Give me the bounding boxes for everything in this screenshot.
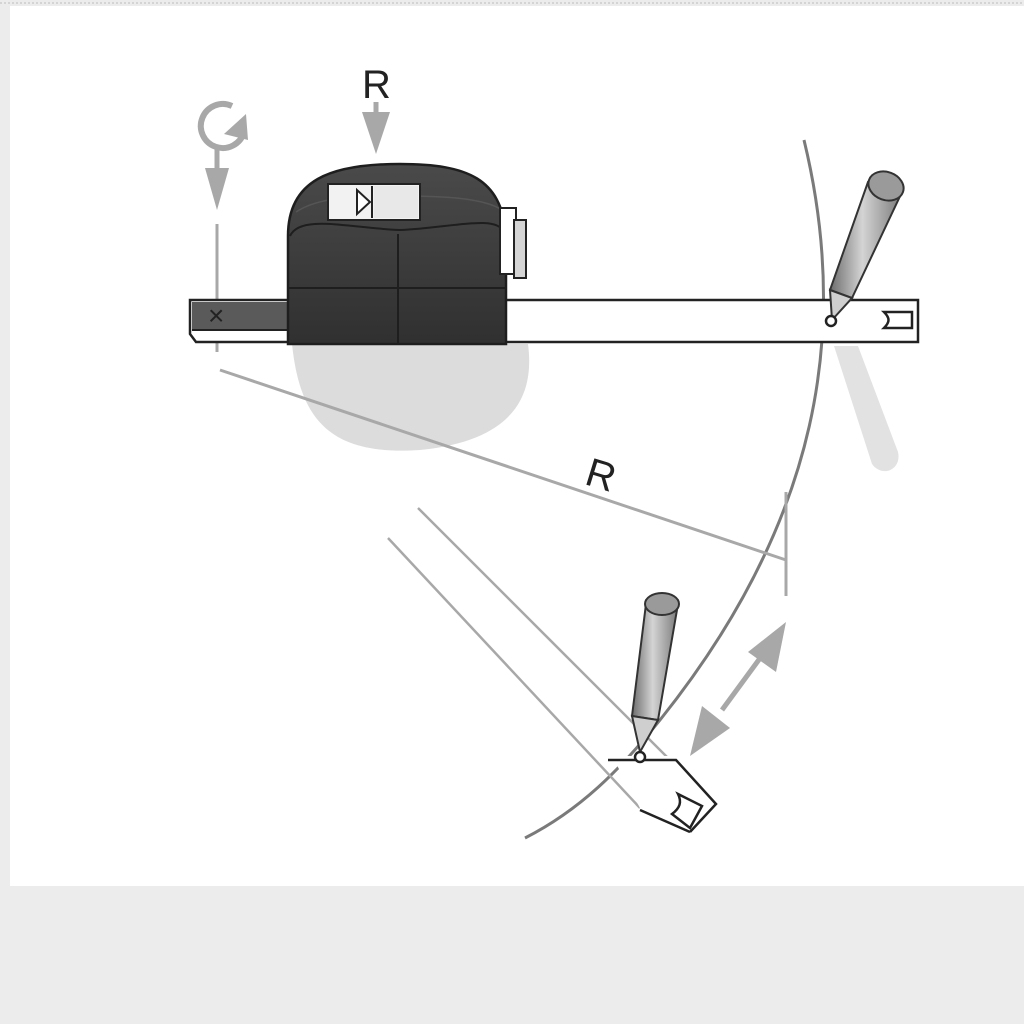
traced-arc xyxy=(524,139,826,840)
double-arrow-icon xyxy=(690,622,786,756)
shadows xyxy=(292,344,899,472)
top-down-arrow-icon xyxy=(362,102,390,154)
rotate-anchor-icon xyxy=(197,101,248,151)
drawing-card xyxy=(10,6,1024,886)
down-arrow-icon xyxy=(205,146,229,210)
tape-measure-icon xyxy=(286,162,527,346)
tape-shadow xyxy=(292,344,530,451)
radius-label-top: R xyxy=(362,63,391,107)
radius-line xyxy=(219,368,787,562)
pencil-icon-rotated xyxy=(630,592,680,764)
pencil-icon xyxy=(824,170,905,328)
tape-blade-rotated xyxy=(387,507,718,834)
pencil-shadow xyxy=(834,346,899,472)
anchor-mark: × xyxy=(208,300,224,331)
